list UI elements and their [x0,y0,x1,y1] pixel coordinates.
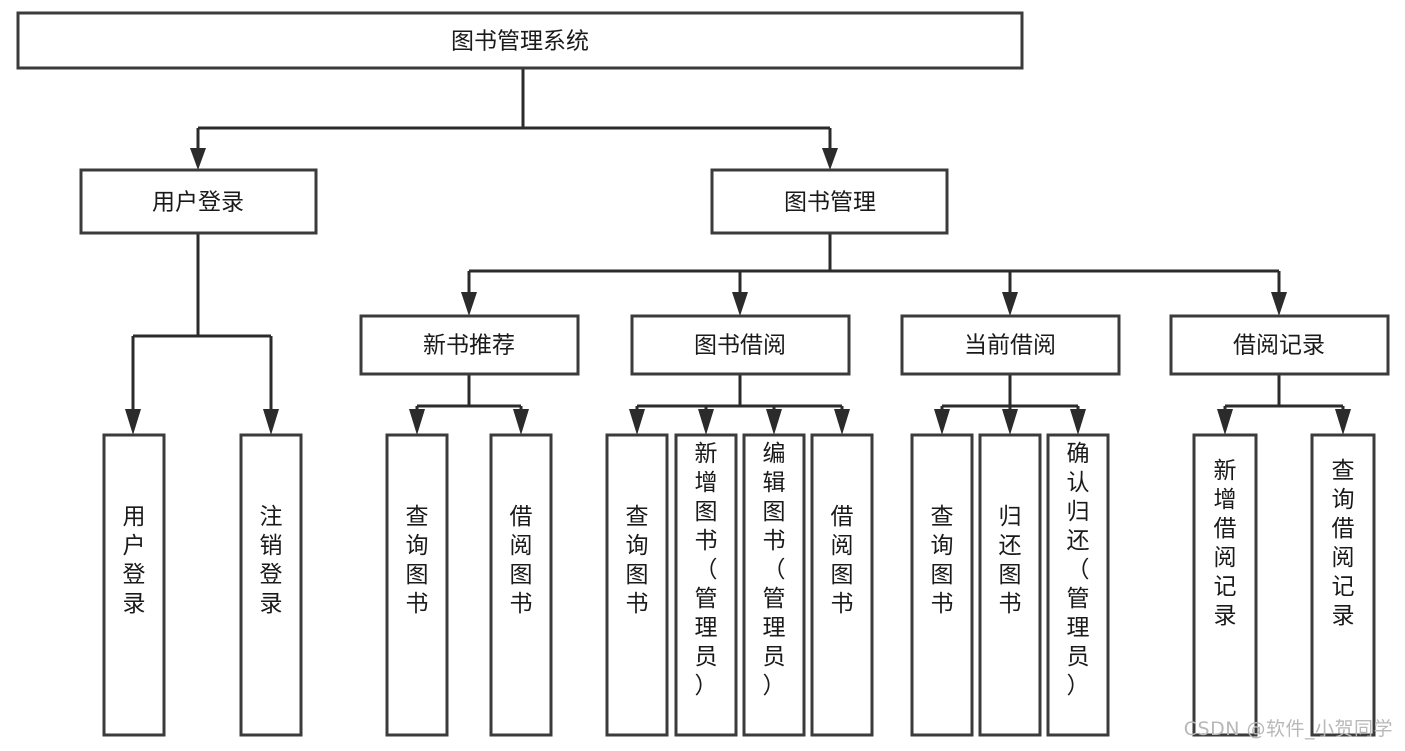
leaf-new-book-1-box[interactable] [385,433,449,737]
leaf-book-borrow-1[interactable]: 查询图书 [605,433,669,737]
leaf-book-borrow-2-label: 新增图书（管理员） [695,441,718,699]
csdn-watermark: CSDN @软件_小贺同学 [1183,718,1393,740]
arrow-new-book-leaf-2 [513,409,529,435]
arrow-book-mgmt-to-record [1271,292,1287,316]
connector-layer [125,68,1351,435]
node-new-book-recommend-box[interactable] [359,314,580,376]
node-user-login-box[interactable] [79,168,318,235]
leaf-book-borrow-2[interactable]: 新增图书（管理员） [674,433,738,737]
arrow-root-to-user-login [190,148,206,170]
node-book-management-label: 图书管理 [784,190,876,216]
node-user-login[interactable]: 用户登录 [79,168,318,235]
leaf-new-book-1-label: 查询图书 [406,504,429,617]
leaf-book-borrow-3-label: 编辑图书（管理员） [763,441,786,699]
arrow-borrow-record-leaf-2 [1335,409,1351,435]
leaf-current-borrow-1-box[interactable] [910,433,974,737]
arrow-book-borrow-leaf-4 [834,409,850,435]
arrow-current-borrow-leaf-2 [1002,409,1018,435]
arrow-book-mgmt-to-borrow [732,292,748,316]
leaf-borrow-record-2[interactable]: 查询借阅记录 [1310,433,1376,737]
leaf-borrow-record-2-label: 查询借阅记录 [1332,458,1355,629]
leaf-current-borrow-2-box[interactable] [978,433,1042,737]
leaf-user-login-1[interactable]: 用户登录 [102,433,166,737]
node-new-book-recommend-label: 新书推荐 [423,333,515,359]
leaf-book-borrow-4-box[interactable] [810,433,874,737]
leaf-current-borrow-3[interactable]: 确认归还（管理员） [1046,433,1110,737]
leaf-new-book-1[interactable]: 查询图书 [385,433,449,737]
leaf-user-login-2[interactable]: 注销登录 [239,433,303,737]
leaf-current-borrow-3-label: 确认归还（管理员） [1067,441,1090,699]
leaf-current-borrow-1[interactable]: 查询图书 [910,433,974,737]
arrow-borrow-record-leaf-1 [1217,409,1233,435]
leaf-current-borrow-2[interactable]: 归还图书 [978,433,1042,737]
arrow-book-borrow-leaf-2 [698,409,714,435]
arrow-book-borrow-leaf-1 [629,409,645,435]
node-root-box[interactable] [16,11,1024,70]
leaf-book-borrow-3[interactable]: 编辑图书（管理员） [742,433,806,737]
leaf-current-borrow-1-label: 查询图书 [931,504,954,617]
leaf-borrow-record-1-label: 新增借阅记录 [1214,458,1237,629]
node-book-management[interactable]: 图书管理 [710,168,949,235]
node-book-borrow-box[interactable] [630,314,851,376]
node-current-borrow-label: 当前借阅 [964,333,1056,359]
leaf-new-book-2-label: 借阅图书 [510,504,533,617]
leaf-borrow-record-1-box[interactable] [1192,433,1258,737]
arrow-book-mgmt-to-new-book [461,292,477,316]
leaf-user-login-2-box[interactable] [239,433,303,737]
leaf-current-borrow-3-box[interactable] [1046,433,1110,737]
arrow-user-login-leaf-2 [263,409,279,435]
leaf-book-borrow-1-box[interactable] [605,433,669,737]
arrow-book-borrow-leaf-3 [766,409,782,435]
node-current-borrow[interactable]: 当前借阅 [900,314,1121,376]
node-borrow-record-box[interactable] [1169,314,1390,376]
leaf-new-book-2[interactable]: 借阅图书 [489,433,553,737]
node-borrow-record-label: 借阅记录 [1233,333,1325,359]
node-current-borrow-box[interactable] [900,314,1121,376]
leaf-user-login-2-label: 注销登录 [260,504,283,617]
arrow-current-borrow-leaf-3 [1070,409,1086,435]
node-root[interactable]: 图书管理系统 [16,11,1024,70]
leaf-book-borrow-3-box[interactable] [742,433,806,737]
node-book-borrow[interactable]: 图书借阅 [630,314,851,376]
leaf-book-borrow-2-box[interactable] [674,433,738,737]
leaf-user-login-1-label: 用户登录 [123,504,146,617]
leaf-book-borrow-4[interactable]: 借阅图书 [810,433,874,737]
arrow-new-book-leaf-1 [409,409,425,435]
node-new-book-recommend[interactable]: 新书推荐 [359,314,580,376]
leaf-borrow-record-2-box[interactable] [1310,433,1376,737]
node-book-management-box[interactable] [710,168,949,235]
arrow-user-login-leaf-1 [125,409,141,435]
leaf-book-borrow-1-label: 查询图书 [626,504,649,617]
leaf-current-borrow-2-label: 归还图书 [999,504,1022,617]
leaf-user-login-1-box[interactable] [102,433,166,737]
node-user-login-label: 用户登录 [152,190,244,216]
node-book-borrow-label: 图书借阅 [694,333,786,359]
node-root-label: 图书管理系统 [451,29,589,55]
node-borrow-record[interactable]: 借阅记录 [1169,314,1390,376]
arrow-root-to-book-mgmt [822,148,838,170]
leaf-book-borrow-4-label: 借阅图书 [831,504,854,617]
arrow-current-borrow-leaf-1 [934,409,950,435]
leaf-borrow-record-1[interactable]: 新增借阅记录 [1192,433,1258,737]
arrow-book-mgmt-to-current [1002,292,1018,316]
leaf-new-book-2-box[interactable] [489,433,553,737]
